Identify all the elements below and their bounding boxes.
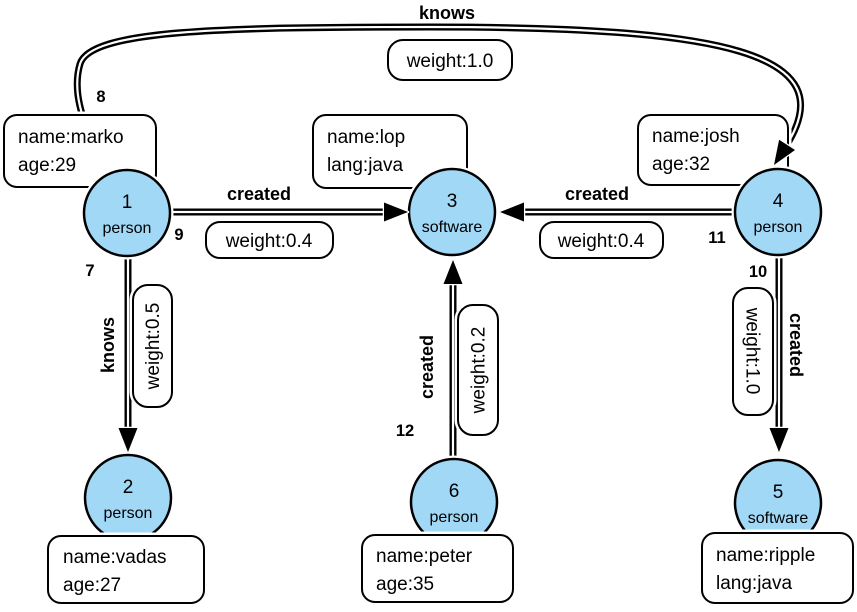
edge-7-id: 7: [85, 262, 94, 280]
node-4-label: person: [754, 219, 803, 236]
edge-8-weight-box: [387, 39, 513, 81]
nodes-layer: 1 person 3 software 4 person 2 person 6 …: [80, 165, 825, 550]
edge-10-id: 10: [749, 263, 767, 281]
edge-12-weight-text: weight:0.2: [469, 327, 490, 415]
lop-lang-text: lang:java: [327, 155, 403, 176]
node-1: 1 person: [80, 166, 174, 260]
edge-9-arrowhead: [382, 201, 410, 223]
node-6-label: person: [430, 509, 479, 526]
node-3-label: software: [422, 219, 483, 236]
josh-age-text: age:32: [652, 154, 710, 175]
edge-11-weight-box: [539, 221, 664, 259]
ripple-lang-text: lang:java: [716, 573, 792, 594]
edge-11-label: created: [565, 184, 629, 204]
vadas-age-text: age:27: [63, 575, 121, 596]
node-3: 3 software: [405, 165, 499, 259]
node-5: 5 software: [731, 456, 825, 550]
edge-12-id: 12: [396, 422, 414, 440]
arrowheads-layer: [117, 138, 797, 454]
edge-7-label: knows: [98, 317, 118, 373]
edge-11-arrowhead: [498, 201, 526, 223]
edge-10-weight-box: [732, 287, 774, 416]
peter-age-text: age:35: [376, 574, 434, 595]
node-4-circle: [733, 167, 823, 257]
node-1-circle: [82, 168, 172, 258]
lop-name-text: name:lop: [327, 127, 405, 148]
lop-properties-box: [312, 114, 468, 189]
edge-8-weight-text: weight:1.0: [406, 51, 494, 72]
edge-9-id: 9: [174, 226, 183, 244]
node-5-label: software: [748, 510, 809, 527]
node-2: 2 person: [81, 451, 175, 545]
edge-9-weight-text: weight:0.4: [225, 231, 313, 252]
edge-7-arrowhead: [117, 426, 139, 454]
node-3-circle: [407, 167, 497, 257]
edge-11-id: 11: [708, 229, 725, 247]
peter-properties-box: [361, 534, 514, 603]
marko-age-text: age:29: [18, 155, 76, 176]
edge-8-id: 8: [96, 88, 105, 106]
node-1-id: 1: [122, 192, 133, 213]
ripple-name-text: name:ripple: [716, 545, 815, 566]
edge-7-weight-box: [132, 284, 173, 408]
edge-10-label: created: [786, 313, 806, 377]
node-5-id: 5: [773, 482, 784, 503]
lower-property-boxes-layer: name:vadas age:27 name:peter age:35 name…: [44, 529, 857, 607]
edges-layer: [73, 23, 805, 460]
edge-10-arrowhead: [768, 426, 790, 454]
edge-10-weight-text: weight:1.0: [742, 307, 763, 395]
vadas-name-text: name:vadas: [63, 547, 167, 568]
marko-name-text: name:marko: [18, 127, 124, 148]
edge-8-knows-curve-core: [76, 25, 802, 176]
edge-9-label: created: [227, 184, 291, 204]
peter-name-text: name:peter: [376, 546, 473, 567]
edge-labels-layer: knows created created knows created crea…: [83, 1, 808, 442]
node-2-id: 2: [123, 477, 134, 498]
vadas-properties-box: [47, 535, 205, 604]
edge-7-weight-text: weight:0.5: [143, 303, 164, 391]
edge-9-weight-box: [205, 221, 334, 259]
edge-12-weight-box: [457, 304, 499, 436]
ripple-properties-box: [701, 532, 854, 604]
node-1-label: person: [103, 220, 152, 237]
edge-12-arrowhead: [442, 258, 464, 286]
node-4: 4 person: [731, 165, 825, 259]
edge-8-label: knows: [419, 3, 475, 23]
node-6: 6 person: [407, 455, 501, 549]
node-2-circle: [83, 453, 173, 543]
josh-name-text: name:josh: [652, 126, 740, 147]
node-4-id: 4: [773, 191, 784, 212]
edge-8-arrowhead: [772, 138, 797, 167]
node-3-id: 3: [447, 191, 458, 212]
edge-12-label: created: [417, 335, 437, 399]
node-6-id: 6: [449, 481, 460, 502]
edge-11-weight-text: weight:0.4: [557, 231, 645, 252]
node-2-label: person: [104, 505, 153, 522]
